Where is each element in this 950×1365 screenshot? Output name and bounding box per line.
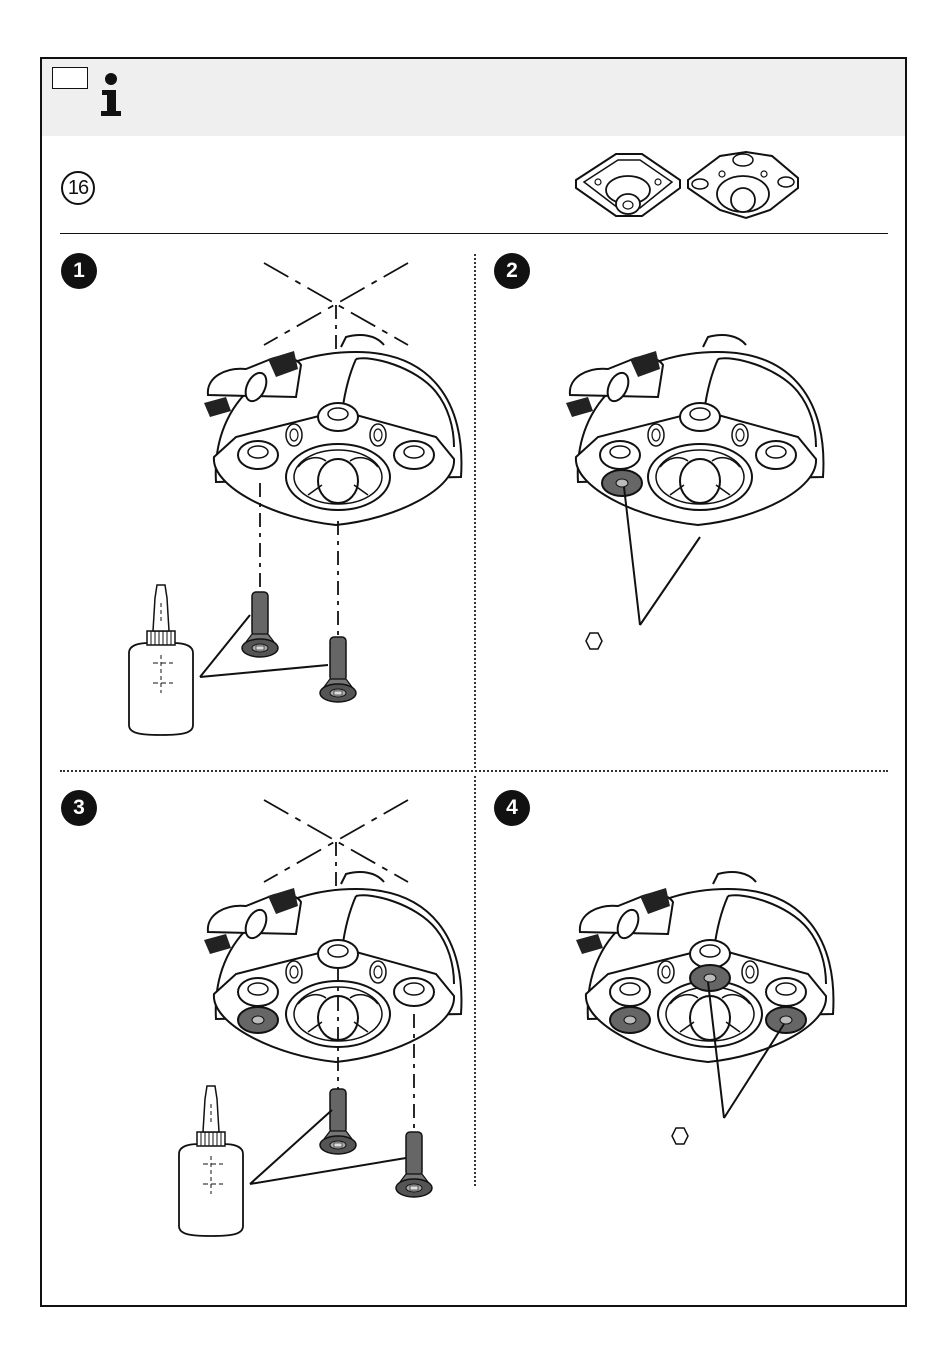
hex-key-icon <box>672 1128 688 1144</box>
blank-label-box <box>52 67 88 89</box>
step-reference-number: 16 <box>61 171 95 205</box>
hex-key-icon <box>586 633 602 649</box>
header-divider <box>60 233 888 234</box>
panel-divider-vertical-bottom <box>474 776 476 1186</box>
info-icon <box>98 72 128 118</box>
step-2-illustration <box>478 255 878 675</box>
mount-variants-illustration <box>570 148 802 224</box>
step-4-illustration <box>478 792 878 1172</box>
step-1-illustration <box>100 255 470 755</box>
panel-divider-horizontal <box>60 770 888 772</box>
step-3-illustration <box>100 792 470 1252</box>
square-base-variant-illustration <box>576 154 680 216</box>
header-band <box>42 59 905 136</box>
step-3-badge: 3 <box>61 790 97 826</box>
step-1-badge: 1 <box>61 253 97 289</box>
round-base-variant-illustration <box>688 152 798 218</box>
panel-divider-vertical-top <box>474 254 476 768</box>
